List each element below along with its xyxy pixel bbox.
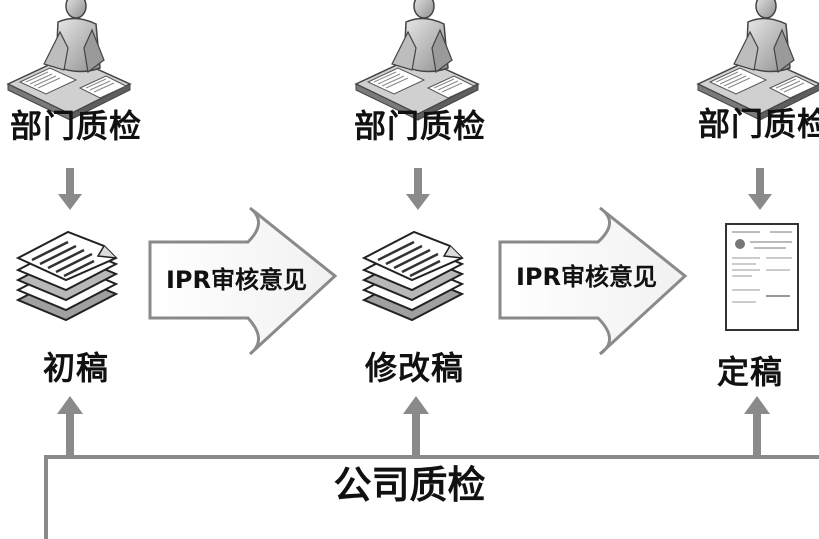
down-arrow — [406, 168, 430, 210]
down-arrow — [58, 168, 82, 210]
stage-label-final: 定稿 — [717, 353, 784, 391]
down-arrow — [748, 168, 772, 210]
ipr-review-label: IPR审核意见 — [516, 263, 657, 291]
inspector-person-icon — [355, 0, 479, 121]
block-arrow — [498, 206, 688, 356]
stage-label-revised: 修改稿 — [365, 349, 465, 387]
dept-qc-label: 部门质检 — [354, 107, 487, 145]
ipr-review-label: IPR审核意见 — [166, 266, 307, 294]
block-arrow — [148, 206, 338, 356]
inspector-person-icon — [697, 0, 819, 121]
diagram-graphics — [7, 0, 819, 470]
company-qc-label: 公司质检 — [333, 463, 486, 507]
dept-qc-label: 部门质检 — [10, 107, 143, 145]
dept-qc-label: 部门质检 — [698, 105, 819, 143]
draft-documents-icon — [16, 230, 118, 322]
final-document-icon — [725, 223, 799, 331]
inspector-person-icon — [7, 0, 131, 121]
revised-documents-icon — [362, 230, 464, 322]
stage-label-draft: 初稿 — [43, 349, 110, 387]
